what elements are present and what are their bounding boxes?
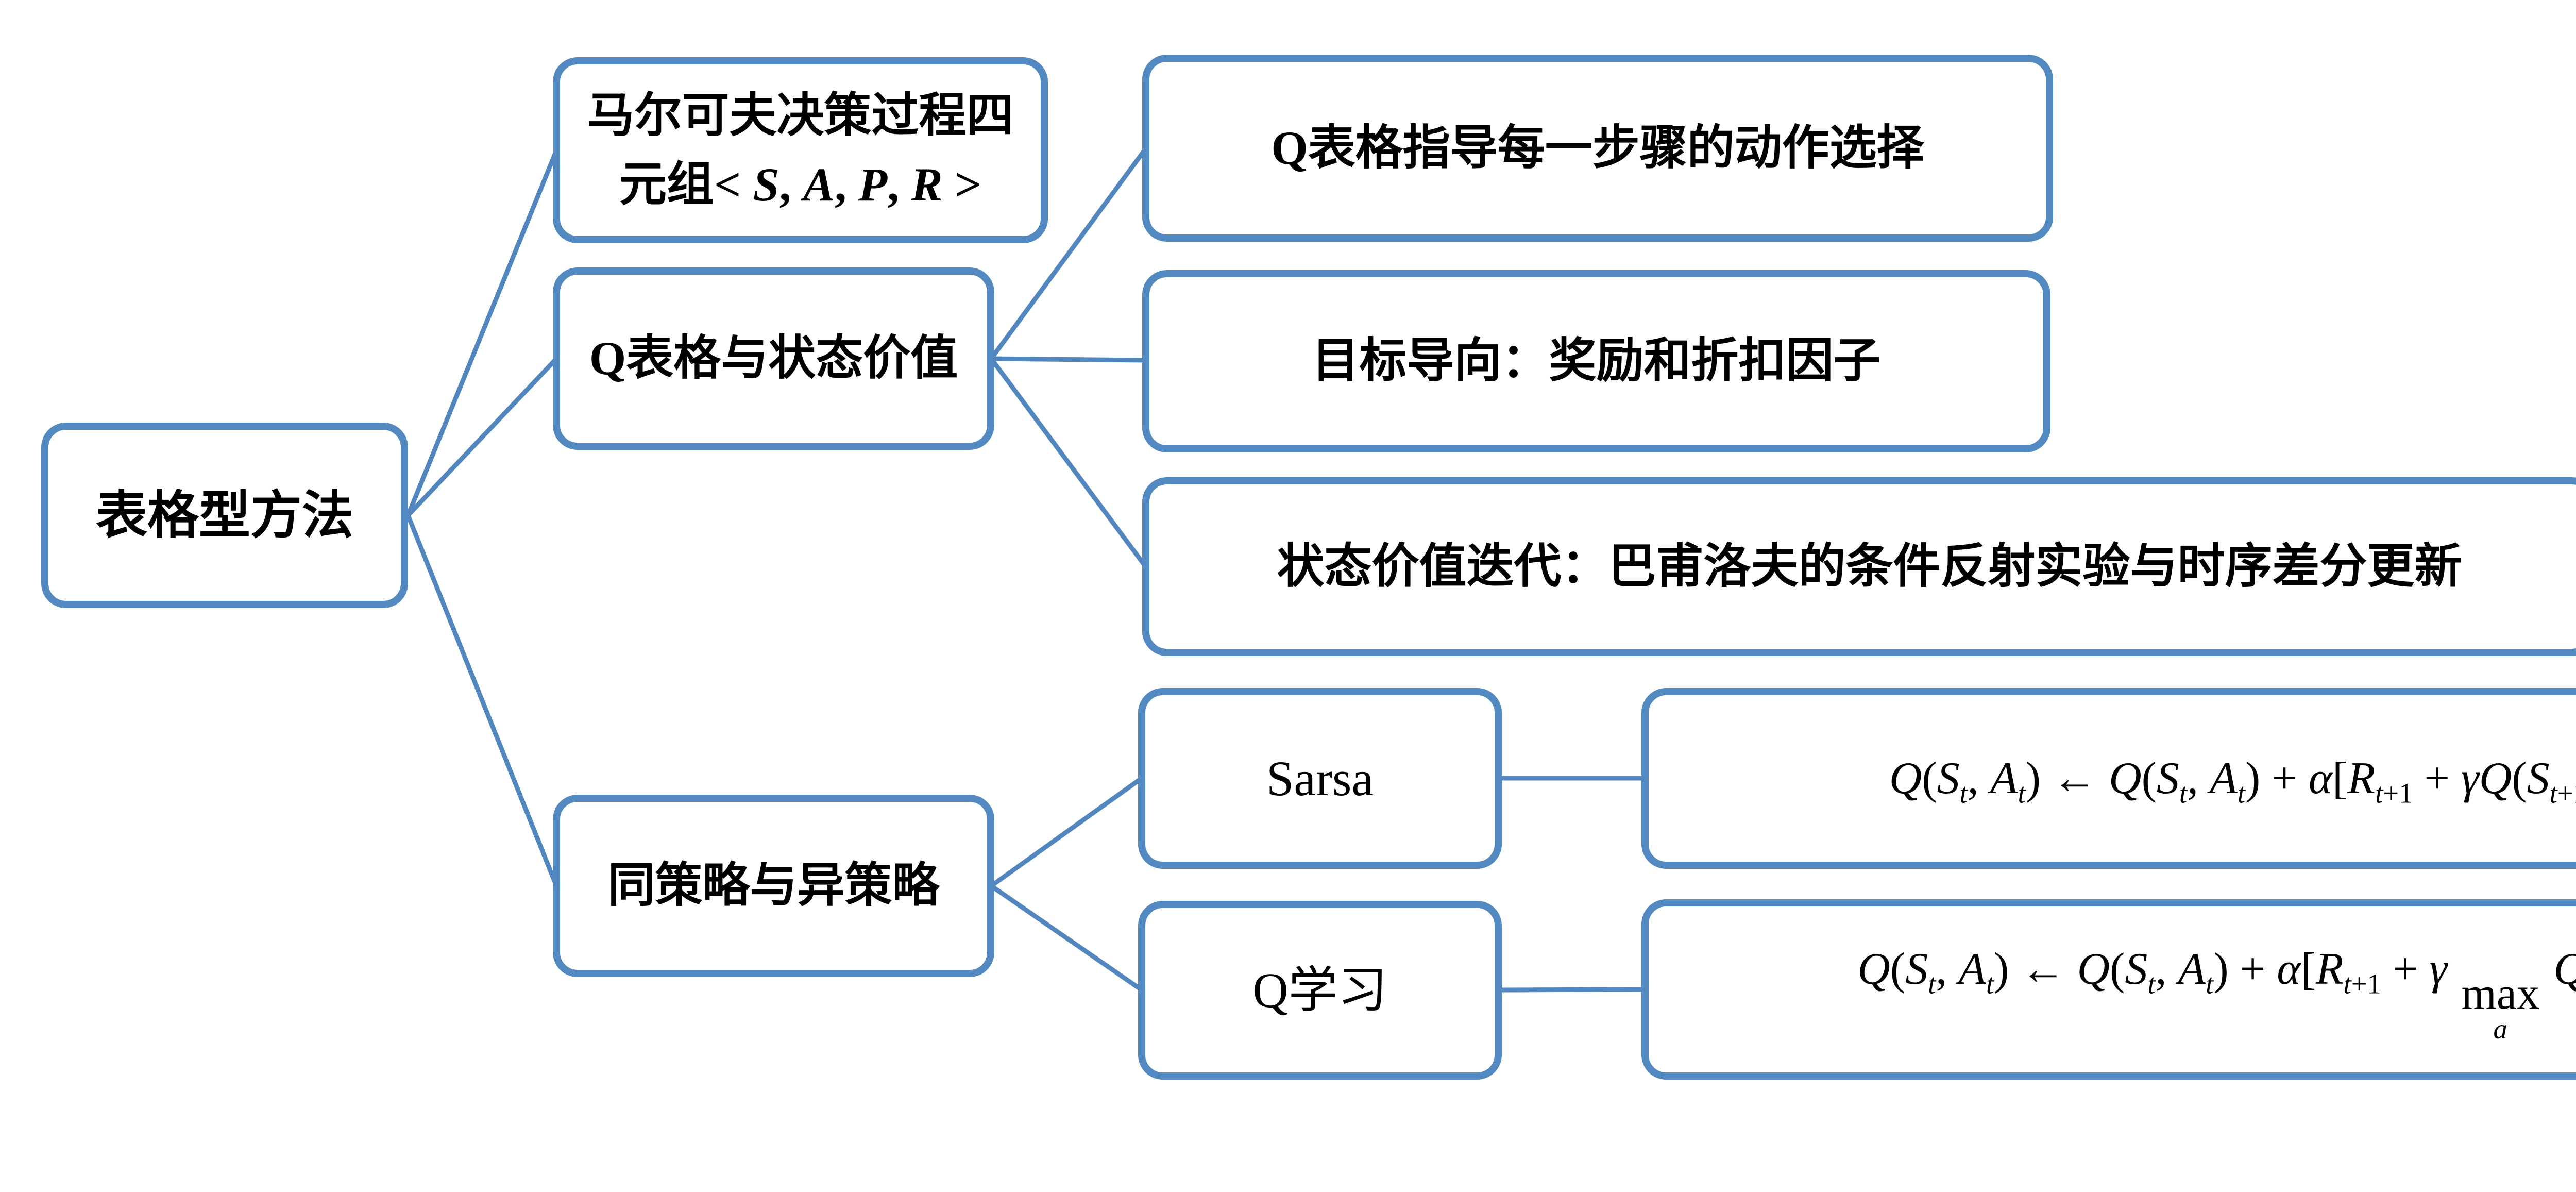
connector-root-policy [405,513,559,888]
node-label-line1: 马尔可夫决策过程四 [587,89,1014,142]
node-label: 表格型方法 [96,486,353,544]
node-goal-oriented: 目标导向：奖励和折扣因子 [1142,270,2050,452]
node-qtable-guides-actions: Q表格指导每一步骤的动作选择 [1142,55,2053,242]
connector-policy-sarsa [989,776,1144,888]
connector-qlearning-formula [1497,987,1647,993]
connector-qtable-stateval [989,356,1148,569]
node-mdp-tuple: 马尔可夫决策过程四 元组< S, A, P, R > [553,57,1048,243]
node-root: 表格型方法 [41,423,408,608]
node-state-value-iteration: 状态价值迭代：巴甫洛夫的条件反射实验与时序差分更新 [1142,477,2576,656]
node-label: 状态价值迭代：巴甫洛夫的条件反射实验与时序差分更新 [1277,540,2462,593]
node-qlearning: Q学习 [1138,901,1502,1080]
connector-root-mdp [405,148,559,518]
node-label-line2: 元组< S, A, P, R > [619,158,981,211]
node-label: 同策略与异策略 [607,859,940,912]
node-label: Q表格指导每一步骤的动作选择 [1271,121,1924,174]
node-label: Q学习 [1252,962,1387,1018]
node-label: 目标导向：奖励和折扣因子 [1312,334,1881,388]
node-sarsa-formula: Q(St, At) ← Q(St, At) + α[Rt+1 + γQ(St+1… [1641,688,2576,869]
connector-root-qtable [405,356,559,518]
connector-qtable-goal [989,356,1148,363]
node-label: Q表格与状态价值 [589,332,958,385]
node-onpolicy-offpolicy: 同策略与异策略 [553,795,994,977]
sarsa-update-equation: Q(St, At) ← Q(St, At) + α[Rt+1 + γQ(St+1… [1889,753,2576,809]
connector-policy-qlearning [989,883,1144,993]
node-sarsa: Sarsa [1138,688,1502,869]
node-label: Sarsa [1266,750,1374,806]
node-qtable-statevalue: Q表格与状态价值 [553,267,994,450]
connector-qtable-qguide [989,146,1148,361]
